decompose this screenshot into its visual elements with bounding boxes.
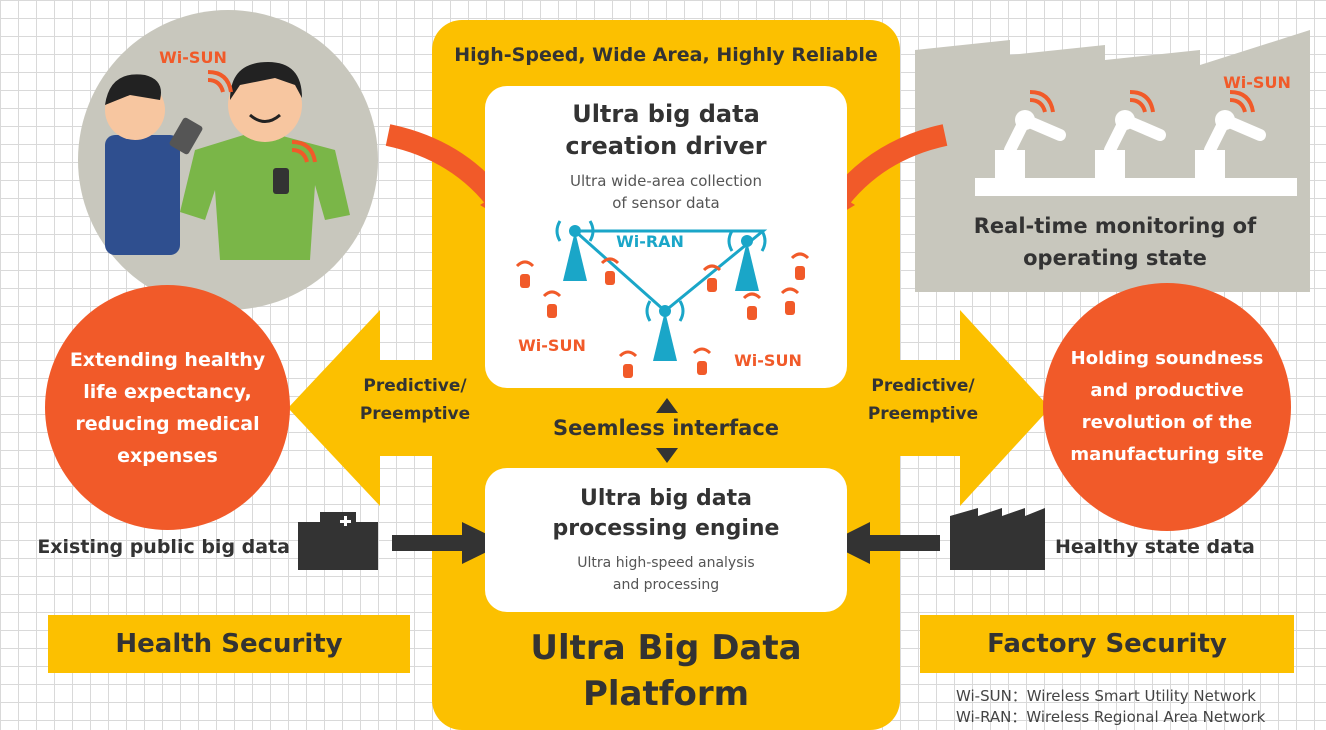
engine-title-line1: Ultra big data (580, 486, 752, 511)
robot-arm-icon (1095, 90, 1166, 178)
left-dark-arrow (392, 535, 462, 551)
platform-title-line2: Platform (582, 674, 750, 714)
health-goal-circle: Extending healthy life expectancy, reduc… (45, 285, 290, 530)
right-predictive-line1: Predictive/ (871, 376, 975, 396)
antenna-tower-icon (645, 300, 685, 361)
wifi-signal-icon (207, 70, 233, 93)
engine-title-line2: processing engine (552, 516, 780, 541)
legend: Wi-SUN：Wireless Smart Utility Network Wi… (956, 686, 1265, 728)
sensor-signals (515, 252, 810, 358)
left-big-arrow (288, 310, 440, 506)
monitor-line2: operating state (1023, 246, 1207, 270)
left-predictive-line1: Predictive/ (363, 376, 467, 396)
robot-arm-icon (995, 90, 1066, 178)
health-security-banner: Health Security (48, 615, 410, 673)
processing-engine-box: Ultra big data processing engine Ultra h… (485, 468, 847, 612)
driver-title-line2: creation driver (565, 132, 767, 160)
people-illustration (105, 62, 350, 260)
driver-sub-line1: Ultra wide-area collection (570, 172, 762, 190)
legend-wiran: Wi-RAN：Wireless Regional Area Network (956, 708, 1266, 726)
sensor-nodes (520, 266, 805, 378)
health-goal-line: life expectancy, (83, 380, 252, 403)
right-predictive-line2: Preemptive (867, 404, 979, 424)
engine-sub-line1: Ultra high-speed analysis (577, 555, 755, 571)
legend-wisun: Wi-SUN：Wireless Smart Utility Network (956, 687, 1256, 705)
wisun-label-factory: Wi-SUN (1223, 73, 1291, 92)
network-diagram (515, 220, 810, 378)
factory-goal-line: Holding soundness (1070, 348, 1264, 369)
right-big-arrow (890, 310, 1050, 506)
smartphone-icon (169, 117, 203, 155)
health-goal-line: expenses (117, 444, 218, 467)
left-predictive-line2: Preemptive (359, 404, 471, 424)
interface-label: Seemless interface (552, 416, 780, 440)
creation-driver-box: Ultra big data creation driver Ultra wid… (485, 86, 847, 388)
briefcase-icon (298, 522, 378, 570)
platform-top-label: High-Speed, Wide Area, Highly Reliable (454, 44, 878, 66)
robot-rail (975, 178, 1297, 196)
driver-title-line1: Ultra big data (572, 100, 760, 128)
factory-security-banner: Factory Security (920, 615, 1294, 673)
driver-sub-line2: of sensor data (612, 194, 720, 212)
wiran-triangle (571, 229, 768, 313)
wearable-sensor-icon (273, 168, 289, 194)
antenna-tower-icon (727, 230, 767, 291)
wisun-label-health: Wi-SUN (159, 48, 227, 67)
wisun-label-right: Wi-SUN (734, 351, 802, 370)
healthy-state-data-label: Healthy state data (1055, 536, 1255, 558)
public-big-data-label: Existing public big data (37, 536, 290, 558)
factory-icon (950, 508, 1045, 570)
up-triangle (656, 398, 678, 413)
down-triangle (656, 448, 678, 463)
antenna-tower-icon (555, 220, 595, 281)
health-goal-line: Extending healthy (69, 348, 266, 371)
wifi-signal-icon (291, 140, 317, 163)
factory-goal-line: revolution of the (1081, 412, 1253, 433)
monitor-line1: Real-time monitoring of (973, 214, 1257, 238)
wiran-label: Wi-RAN (616, 232, 684, 251)
factory-goal-line: and productive (1090, 380, 1244, 401)
health-goal-line: reducing medical (75, 412, 260, 435)
robot-arm-icon (1195, 90, 1266, 178)
engine-sub-line2: and processing (612, 577, 720, 593)
robots-illustration (995, 90, 1266, 178)
right-dark-arrow (870, 535, 940, 551)
wisun-label-left: Wi-SUN (518, 336, 586, 355)
platform-title-line1: Ultra Big Data (530, 628, 802, 668)
factory-goal-line: manufacturing site (1070, 444, 1264, 465)
factory-goal-circle: Holding soundness and productive revolut… (1043, 283, 1291, 531)
